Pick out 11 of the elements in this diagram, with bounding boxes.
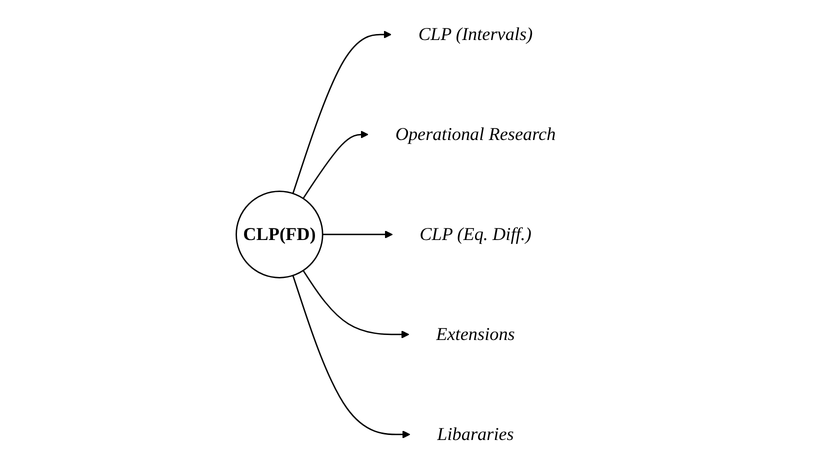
arrow	[303, 270, 410, 338]
node-circle: CLP(FD)	[236, 190, 324, 278]
node-text: CLP (Intervals)	[418, 24, 534, 45]
node-text: Libararies	[437, 424, 514, 444]
node-text: Operational Research	[396, 124, 556, 145]
arrow	[322, 230, 394, 238]
node-text: CLP (Eq. Diff.)	[420, 224, 532, 244]
arrow	[292, 275, 411, 438]
node-text: Extensions	[436, 324, 516, 344]
arrow	[292, 30, 392, 194]
arrow	[303, 130, 369, 199]
